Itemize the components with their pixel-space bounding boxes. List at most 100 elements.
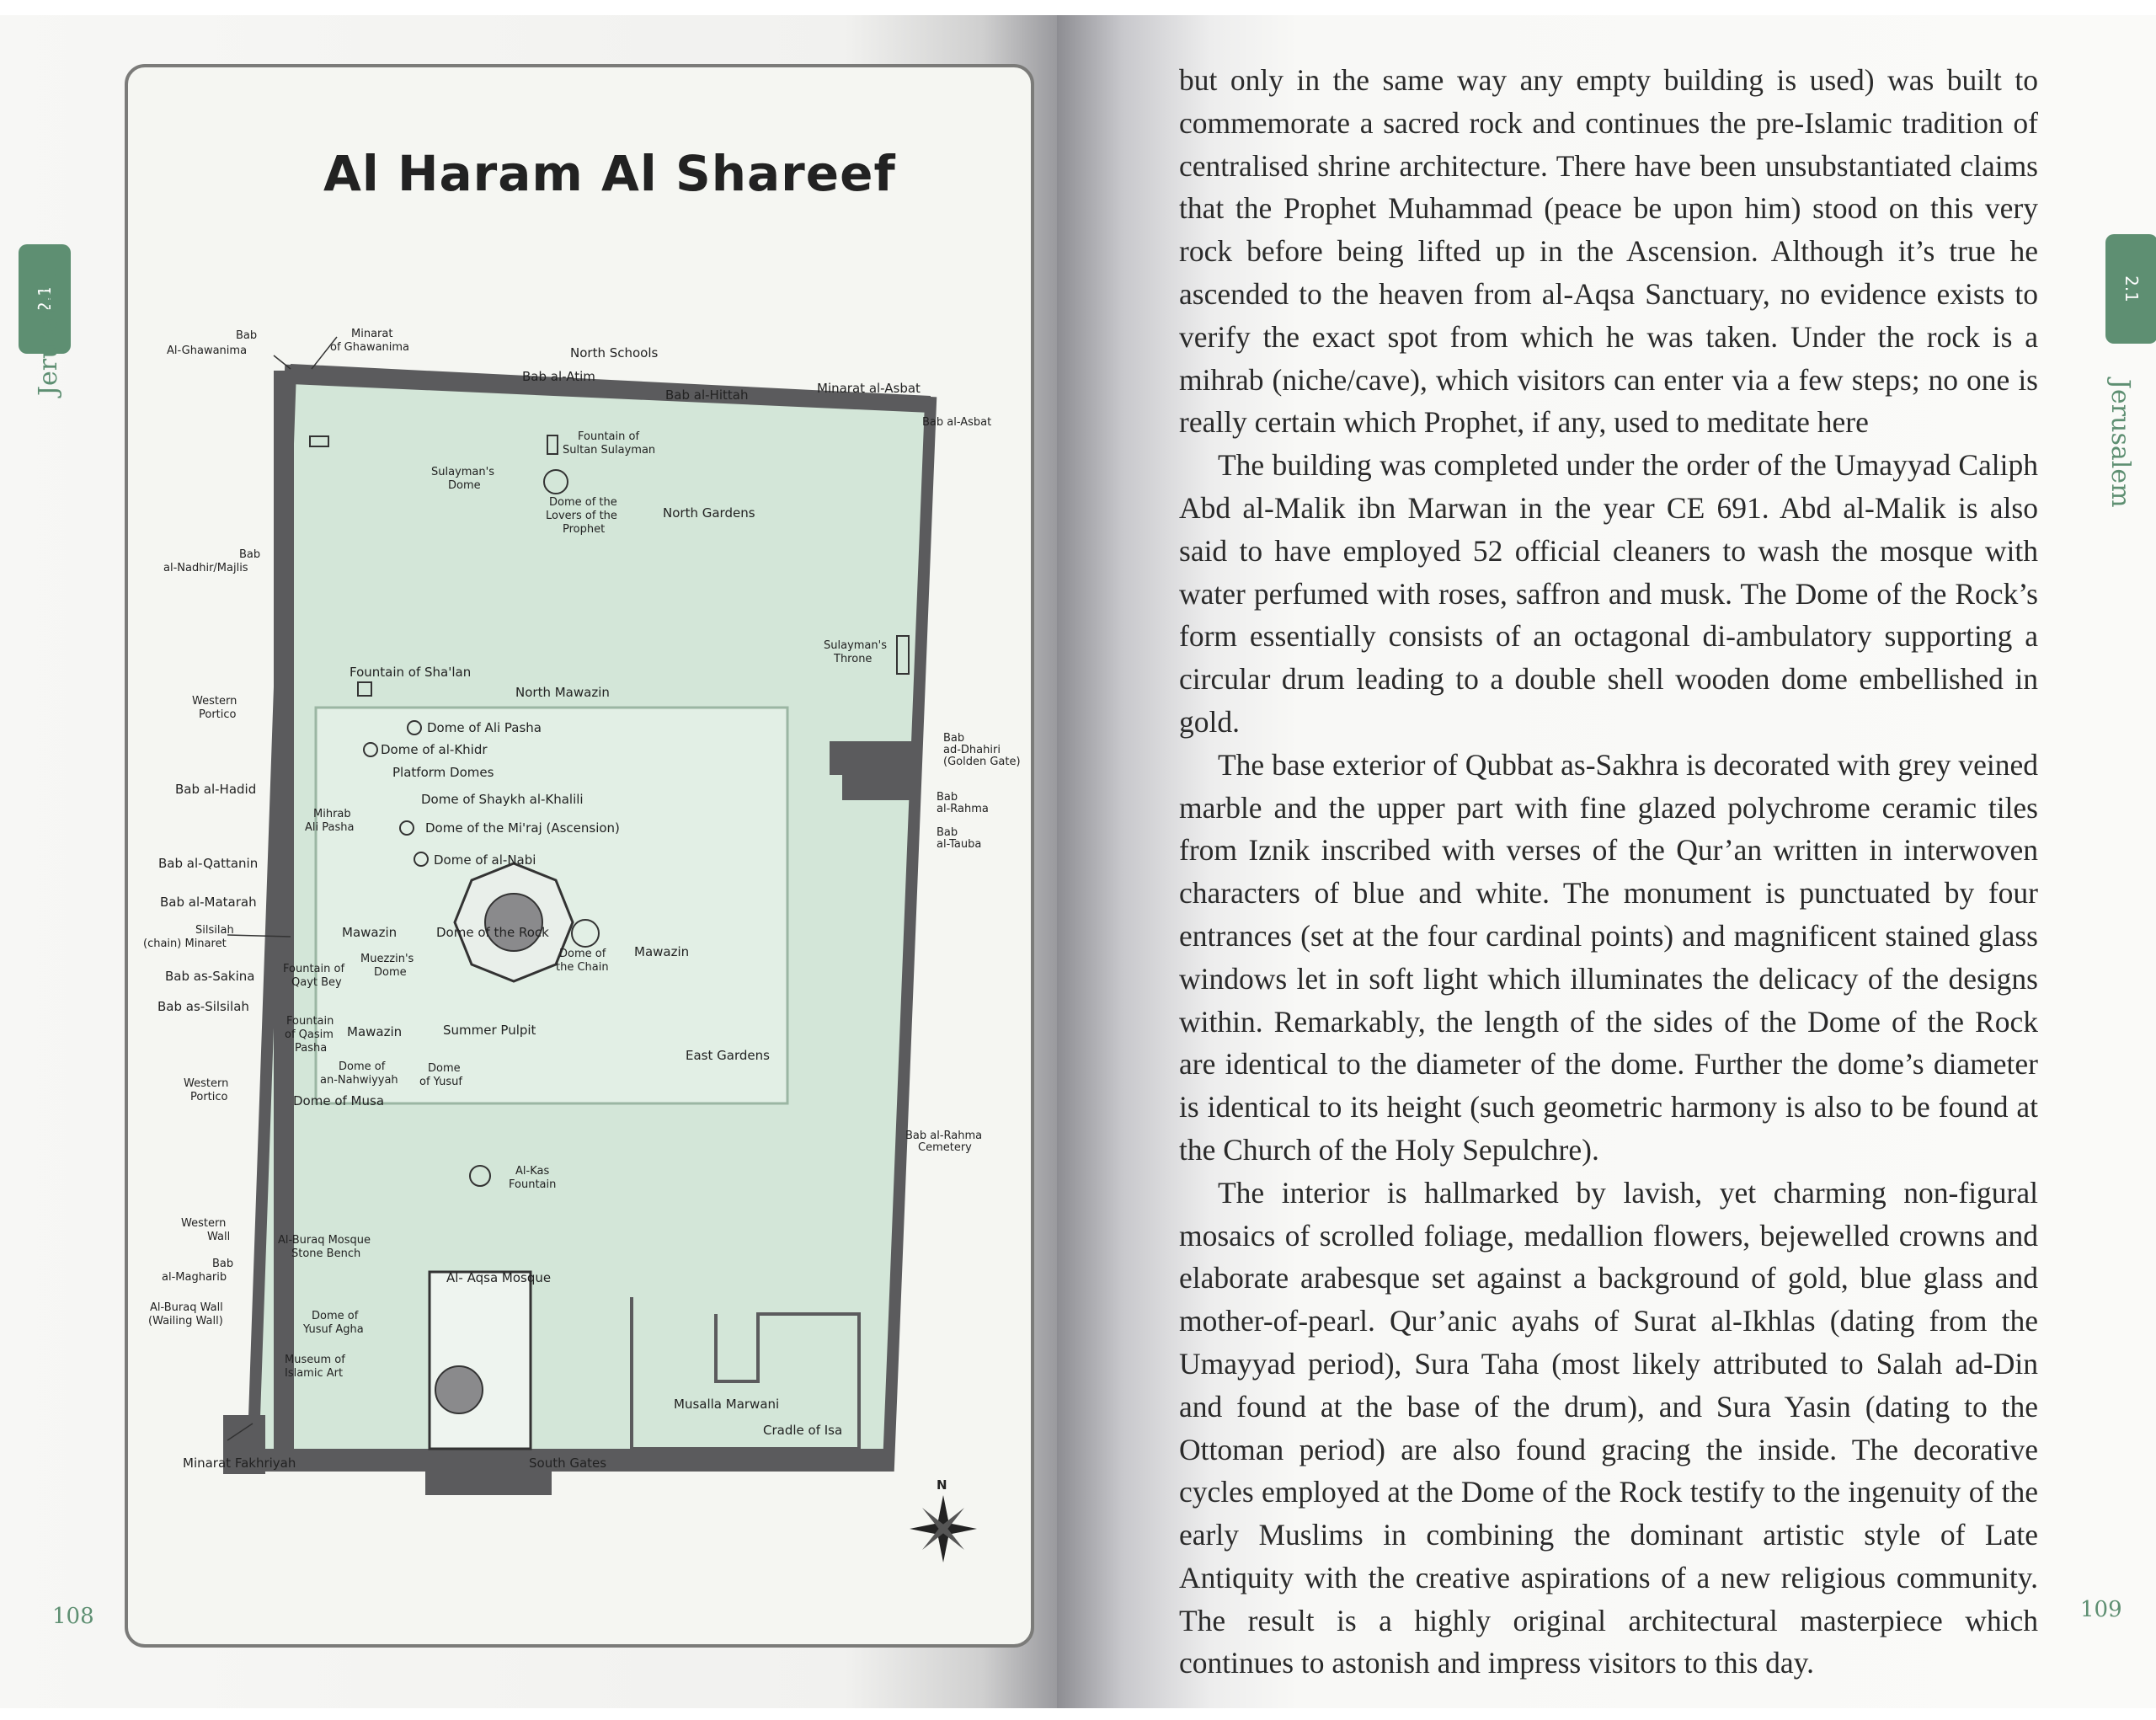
svg-text:al-Rahma: al-Rahma xyxy=(937,803,989,815)
dome-lovers-marker xyxy=(543,469,568,494)
label-platform-domes: Platform Domes xyxy=(392,765,494,780)
label-summer-pulpit: Summer Pulpit xyxy=(443,1023,536,1038)
svg-text:Al-Buraq Mosque: Al-Buraq Mosque xyxy=(278,1234,371,1247)
label-mawazin-west: Mawazin xyxy=(342,925,397,940)
label-western-wall: Western Wall xyxy=(181,1217,230,1243)
label-bab-al-atim: Bab al-Atim xyxy=(522,369,595,384)
svg-text:Silsilah: Silsilah xyxy=(195,924,234,937)
svg-text:of Qasim: of Qasim xyxy=(285,1028,334,1041)
label-minarat-ghawanima: Minarat of Ghawanima xyxy=(330,328,409,354)
svg-text:Portico: Portico xyxy=(199,708,237,721)
label-fountain-sultan: Fountain of Sultan Sulayman xyxy=(563,430,655,457)
khidr-marker xyxy=(363,742,378,757)
north-marker xyxy=(309,435,329,447)
label-sulaymans-throne: Sulayman's Throne xyxy=(824,639,887,665)
label-dome-nahwiyyah: Dome of an-Nahwiyyah xyxy=(320,1060,398,1087)
svg-text:Lovers of the: Lovers of the xyxy=(546,510,617,522)
svg-text:Portico: Portico xyxy=(190,1091,228,1103)
north-wall xyxy=(291,364,931,413)
svg-text:Minarat: Minarat xyxy=(351,328,392,340)
al-aqsa-building xyxy=(428,1270,532,1450)
paragraph-4: The interior is hallmarked by lavish, ye… xyxy=(1179,1175,2038,1680)
svg-text:Western: Western xyxy=(181,1217,226,1230)
svg-text:Dome: Dome xyxy=(428,1062,461,1075)
svg-text:Al-Buraq Wall: Al-Buraq Wall xyxy=(150,1301,223,1314)
label-bab-al-matarah: Bab al-Matarah xyxy=(160,895,257,910)
dome-of-the-rock-dome xyxy=(484,893,543,952)
svg-text:Fountain: Fountain xyxy=(509,1178,556,1191)
label-fountain-qaytbey: Fountain of Qayt Bey xyxy=(283,963,344,989)
label-bab-ad-dhahiri: Bab ad-Dhahiri (Golden Gate) xyxy=(943,732,1021,768)
label-bab-al-qattanin: Bab al-Qattanin xyxy=(158,856,258,871)
al-aqsa-dome xyxy=(435,1365,483,1414)
miraj-marker xyxy=(399,820,414,836)
page-number-right: 109 xyxy=(2080,1597,2122,1622)
label-al-aqsa-mosque: Al- Aqsa Mosque xyxy=(446,1270,551,1285)
svg-text:of Yusuf: of Yusuf xyxy=(419,1076,462,1088)
nabi-marker xyxy=(414,852,429,867)
right-page xyxy=(1057,15,2156,1708)
svg-text:Ali Pasha: Ali Pasha xyxy=(305,821,354,834)
label-bab-as-sakina: Bab as-Sakina xyxy=(165,969,254,984)
page-number-left: 108 xyxy=(52,1604,94,1629)
svg-text:Bab: Bab xyxy=(212,1258,233,1270)
svg-text:Fountain of: Fountain of xyxy=(578,430,639,443)
paragraph-2: The building was completed under the ord… xyxy=(1179,448,2038,739)
label-fountain-qasim-pasha: Fountain of Qasim Pasha xyxy=(285,1015,334,1055)
west-wall xyxy=(274,371,294,1466)
svg-text:Dome: Dome xyxy=(374,966,407,979)
label-minarat-fakhriyah: Minarat Fakhriyah xyxy=(183,1456,296,1471)
label-bab-al-tauba: Bab al-Tauba xyxy=(937,826,981,851)
chapter-tab-right: 2.1 xyxy=(2105,234,2156,344)
svg-text:(Wailing Wall): (Wailing Wall) xyxy=(148,1315,223,1327)
label-bab-al-hadid: Bab al-Hadid xyxy=(175,782,256,797)
svg-text:of Ghawanima: of Ghawanima xyxy=(330,341,409,354)
throne-marker xyxy=(896,635,910,675)
label-bab-al-nadhir: Bab al-Nadhir/Majlis xyxy=(163,548,260,574)
svg-text:al-Nadhir/Majlis: al-Nadhir/Majlis xyxy=(163,562,248,574)
label-bab-al-asbat: Bab al-Asbat xyxy=(922,416,991,429)
label-dome-miraj: Dome of the Mi'raj (Ascension) xyxy=(425,820,620,836)
label-dome-al-khidr: Dome of al-Khidr xyxy=(381,742,488,757)
label-museum-islamic-art: Museum of Islamic Art xyxy=(285,1354,345,1380)
label-muezzins-dome: Muezzin's Dome xyxy=(360,953,414,979)
svg-text:Bab: Bab xyxy=(236,329,257,342)
svg-text:Al-Kas: Al-Kas xyxy=(515,1165,549,1178)
label-dome-lovers: Dome of the Lovers of the Prophet xyxy=(546,496,617,536)
label-al-buraq-mosque: Al-Buraq Mosque Stone Bench xyxy=(278,1234,371,1260)
label-bab-al-ghawanima: Bab Al-Ghawanima xyxy=(167,329,257,357)
svg-text:Mihrab: Mihrab xyxy=(313,808,351,820)
running-head-right: Jerusalem xyxy=(2105,379,2135,508)
label-musalla-marwani: Musalla Marwani xyxy=(674,1397,779,1412)
svg-text:Bab al-Rahma: Bab al-Rahma xyxy=(905,1130,982,1142)
compass-rose-icon xyxy=(910,1495,977,1562)
svg-text:Bab: Bab xyxy=(937,826,958,839)
golden-gate xyxy=(830,741,914,800)
svg-text:al-Magharib: al-Magharib xyxy=(162,1271,227,1284)
label-mihrab-ali-pasha: Mihrab Ali Pasha xyxy=(305,808,354,834)
label-dome-al-nabi: Dome of al-Nabi xyxy=(434,852,536,868)
label-bab-as-silsilah: Bab as-Silsilah xyxy=(157,999,249,1014)
svg-text:(chain) Minaret: (chain) Minaret xyxy=(143,937,227,950)
label-dome-musa: Dome of Musa xyxy=(293,1093,384,1108)
svg-text:Bab: Bab xyxy=(937,791,958,804)
label-fountain-shalan: Fountain of Sha'lan xyxy=(350,665,471,680)
shalan-fountain-marker xyxy=(357,681,372,697)
label-bab-al-rahma-cemetery: Bab al-Rahma Cemetery xyxy=(905,1130,982,1154)
svg-text:Dome of: Dome of xyxy=(339,1060,386,1073)
svg-text:Prophet: Prophet xyxy=(563,523,605,536)
label-dome-of-the-chain: Dome of the Chain xyxy=(556,948,609,974)
svg-text:Dome of: Dome of xyxy=(312,1310,359,1322)
svg-text:Islamic Art: Islamic Art xyxy=(285,1367,343,1380)
svg-text:Fountain of: Fountain of xyxy=(283,963,344,975)
label-western-portico-2: Western Portico xyxy=(184,1077,228,1103)
label-silsilah-minaret: Silsilah (chain) Minaret xyxy=(143,924,234,950)
svg-text:Throne: Throne xyxy=(833,653,872,665)
south-gate-block xyxy=(425,1461,552,1495)
label-dome-shaykh-khalili: Dome of Shaykh al-Khalili xyxy=(421,792,584,807)
svg-text:al-Tauba: al-Tauba xyxy=(937,838,981,851)
chapter-tab-left: 2.1 xyxy=(19,244,71,354)
svg-text:Sultan Sulayman: Sultan Sulayman xyxy=(563,444,655,457)
svg-text:Fountain: Fountain xyxy=(286,1015,334,1028)
svg-text:an-Nahwiyyah: an-Nahwiyyah xyxy=(320,1074,398,1087)
